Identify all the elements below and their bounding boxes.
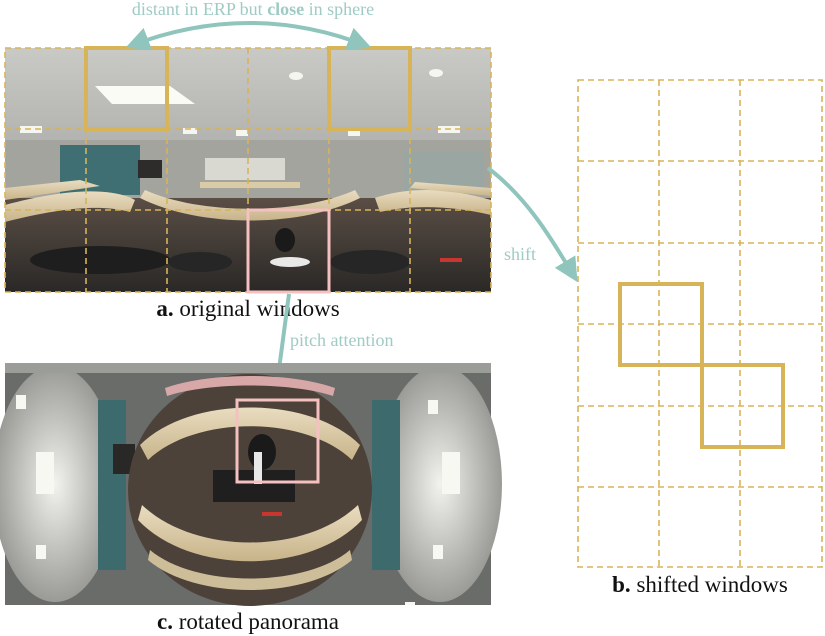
- tv-screen: [113, 444, 135, 474]
- desk: [200, 182, 300, 188]
- pink-window-a: [246, 208, 331, 294]
- shifted-window-top: [618, 282, 704, 367]
- shift-arrow: [486, 166, 578, 283]
- top-strip: [5, 363, 491, 373]
- floor-shadow: [168, 252, 232, 272]
- pink-window-c: [235, 398, 320, 484]
- ceiling-light: [428, 400, 438, 414]
- desk: [5, 180, 100, 200]
- desk: [410, 182, 491, 196]
- desk: [5, 191, 135, 222]
- teal-wall: [98, 400, 126, 570]
- whiteboard: [205, 158, 285, 180]
- ceiling-light: [16, 395, 26, 409]
- red-light: [440, 258, 462, 262]
- desk: [375, 189, 491, 215]
- desk: [140, 190, 360, 221]
- ceiling-light: [433, 545, 443, 559]
- floor-shadow: [330, 250, 410, 274]
- floor-shadow: [30, 246, 170, 274]
- teal-wall: [372, 400, 400, 570]
- tv-screen: [138, 160, 162, 178]
- curved-desk-far: [165, 376, 335, 396]
- camera-tripod: [275, 228, 295, 252]
- curved-desk: [148, 550, 352, 590]
- caption-b: b. shifted windows: [612, 572, 788, 597]
- ceiling-light: [95, 86, 195, 104]
- ceiling-light: [36, 545, 46, 559]
- ceiling-light: [20, 126, 42, 133]
- curved-desk: [138, 505, 362, 562]
- ceiling-bulge-left: [0, 366, 117, 602]
- ceiling-light: [236, 130, 248, 136]
- tripod-base: [270, 257, 310, 267]
- ceiling-light: [442, 452, 460, 494]
- pitch-label: pitch attention: [290, 330, 393, 350]
- rotated-panorama: [0, 363, 502, 606]
- ceiling-spot: [429, 69, 443, 77]
- close-in-sphere-arrow: [125, 21, 372, 51]
- shift-label: shift: [504, 244, 536, 264]
- top-annotation: distant in ERP but close in sphere: [132, 0, 374, 19]
- ceiling-bulge-right: [378, 366, 502, 602]
- ceiling-light: [183, 128, 197, 134]
- cable: [254, 452, 262, 484]
- ceiling-spot: [289, 72, 303, 80]
- curved-desk: [140, 407, 360, 460]
- shifted-window-bottom: [700, 363, 785, 449]
- floor-mark: [405, 602, 415, 605]
- caption-c: c. rotated panorama: [157, 609, 339, 634]
- ceiling-light: [36, 452, 54, 494]
- caption-a: a. original windows: [156, 296, 339, 321]
- ceiling-light: [348, 130, 360, 136]
- red-light: [262, 512, 282, 516]
